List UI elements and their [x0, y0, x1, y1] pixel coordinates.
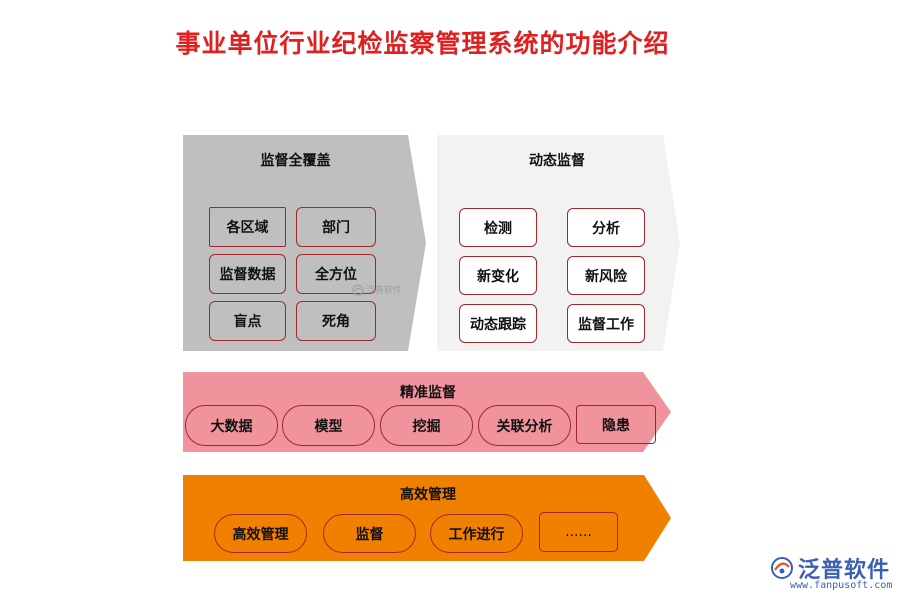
efficient-item: 工作进行: [430, 514, 523, 553]
brand-logo: 泛普软件: [770, 552, 890, 584]
watermark: 泛普软件: [352, 283, 402, 296]
efficient-panel: 高效管理 高效管理 监督 工作进行 ......: [183, 475, 673, 561]
dynamic-item: 新风险: [567, 256, 645, 295]
watermark-text: 泛普软件: [366, 286, 403, 296]
precise-item: 模型: [282, 405, 375, 446]
coverage-item: 部门: [296, 207, 376, 247]
dynamic-item: 新变化: [459, 256, 537, 295]
precise-panel-title: 精准监督: [400, 385, 456, 401]
efficient-item: ......: [539, 512, 618, 552]
dynamic-item: 监督工作: [567, 304, 645, 343]
efficient-item: 高效管理: [214, 514, 307, 553]
fanpu-logo-icon: [771, 557, 793, 579]
watermark-logo-icon: [352, 283, 364, 296]
precise-panel: 精准监督 大数据 模型 挖掘 关联分析 隐患: [183, 372, 673, 452]
dynamic-panel-title: 动态监督: [529, 153, 585, 169]
coverage-item: 监督数据: [209, 254, 286, 294]
logo-url: www.fanpusoft.com: [790, 580, 893, 591]
precise-panel-bg: [183, 372, 671, 452]
coverage-panel-title: 监督全覆盖: [260, 153, 331, 169]
dynamic-panel-bg: [437, 135, 680, 351]
precise-item: 挖掘: [380, 405, 473, 446]
efficient-panel-title: 高效管理: [400, 487, 456, 503]
page-title: 事业单位行业纪检监察管理系统的功能介绍: [175, 29, 670, 58]
coverage-panel: 监督全覆盖 各区域 部门 监督数据 全方位 盲点 死角: [183, 135, 427, 351]
coverage-item: 死角: [296, 301, 376, 341]
coverage-item: 全方位: [296, 254, 376, 294]
dynamic-panel: 动态监督 检测 分析 新变化 新风险 动态跟踪 监督工作: [437, 135, 681, 351]
precise-item: 大数据: [185, 405, 278, 446]
logo-name: 泛普软件: [798, 558, 891, 583]
coverage-item: 各区域: [209, 207, 286, 247]
dynamic-item: 动态跟踪: [459, 304, 537, 343]
precise-item: 关联分析: [478, 405, 571, 446]
dynamic-item: 分析: [567, 208, 645, 247]
precise-item: 隐患: [576, 405, 656, 444]
coverage-item: 盲点: [209, 301, 286, 341]
efficient-item: 监督: [323, 514, 416, 553]
dynamic-item: 检测: [459, 208, 537, 247]
coverage-panel-bg: [183, 135, 426, 351]
